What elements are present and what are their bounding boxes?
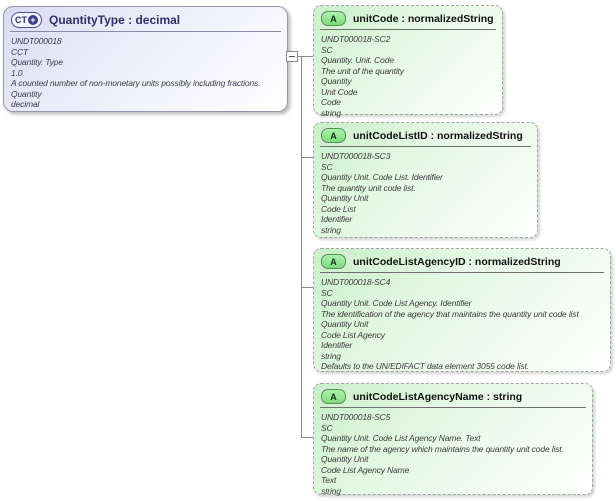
detail-line: string — [321, 107, 341, 118]
attribute-title: unitCodeListAgencyID : normalizedString — [353, 255, 561, 268]
attribute-title: unitCodeListAgencyName : string — [353, 390, 523, 403]
detail-line: Quantity Unit — [321, 454, 369, 464]
detail-line: 1.0 — [11, 67, 23, 78]
detail-line: Code List — [321, 203, 356, 214]
detail-line: SC — [321, 422, 333, 433]
detail-line: CCT — [11, 46, 29, 57]
complex-type-icon-label: CT — [15, 15, 27, 25]
attribute-header: A unitCodeListAgencyID : normalizedStrin… — [314, 249, 610, 272]
attribute-icon: A — [321, 11, 346, 26]
attribute-icon: A — [321, 254, 346, 269]
attribute-icon: A — [321, 128, 346, 143]
detail-line: SC — [321, 287, 333, 298]
header-separator — [10, 31, 281, 32]
detail-line: UNDT000018-SC4 — [321, 277, 391, 287]
detail-line: The quantity unit code list. — [321, 182, 416, 193]
detail-line: The unit of the quantity — [321, 65, 404, 76]
detail-line: Quantity. Type — [11, 57, 63, 67]
detail-line: Code List Agency Name — [321, 464, 410, 475]
detail-line: UNDT000018 — [11, 36, 62, 46]
attribute-header: A unitCodeListID : normalizedString — [314, 123, 537, 146]
detail-line: SC — [321, 161, 333, 172]
connector-line — [301, 157, 313, 158]
detail-line: Quantity Unit. Code List. Identifier — [321, 172, 443, 182]
detail-line: Identifier — [321, 340, 353, 350]
complex-type-header: CT + QuantityType : decimal — [4, 7, 287, 31]
attribute-icon: A — [321, 389, 346, 404]
header-separator — [320, 407, 586, 408]
detail-line: decimal — [11, 99, 40, 109]
detail-line: Identifier — [321, 214, 353, 224]
attribute-box-unit-code-list-agency-id[interactable]: A unitCodeListAgencyID : normalizedStrin… — [313, 248, 611, 372]
detail-line: Quantity Unit. Code List Agency. Identif… — [321, 298, 472, 308]
detail-line: The name of the agency which maintains t… — [321, 443, 564, 454]
detail-line: A counted number of non-monetary units p… — [11, 78, 261, 88]
detail-line: Quantity Unit — [321, 193, 369, 203]
detail-line: string — [321, 224, 341, 235]
attribute-box-unit-code-list-id[interactable]: A unitCodeListID : normalizedString UNDT… — [313, 122, 538, 238]
complex-type-title: QuantityType : decimal — [49, 13, 181, 27]
detail-line: Quantity Unit. Code List Agency Name. Te… — [321, 433, 481, 443]
detail-line: Defaults to the UN/EDIFACT data element … — [321, 361, 529, 371]
header-separator — [320, 29, 496, 30]
collapse-toggle[interactable] — [286, 51, 298, 62]
detail-line: Quantity. Unit. Code — [321, 55, 394, 65]
plus-icon: + — [28, 15, 38, 25]
detail-line: UNDT000018-SC3 — [321, 151, 391, 161]
attribute-title: unitCodeListID : normalizedString — [353, 129, 523, 142]
attribute-box-unit-code-list-agency-name[interactable]: A unitCodeListAgencyName : string UNDT00… — [313, 383, 593, 496]
connector-line — [301, 437, 313, 438]
detail-line: The identification of the agency that ma… — [321, 308, 579, 319]
connector-line — [301, 56, 302, 437]
detail-line: Unit Code — [321, 86, 358, 97]
attribute-box-unit-code[interactable]: A unitCode : normalizedString UNDT000018… — [313, 5, 503, 118]
header-separator — [320, 272, 604, 273]
attribute-title: unitCode : normalizedString — [353, 12, 494, 25]
detail-line: Code List Agency — [321, 329, 385, 340]
attribute-header: A unitCode : normalizedString — [314, 6, 502, 29]
detail-line: Quantity Unit — [321, 319, 369, 329]
connector-line — [301, 287, 313, 288]
detail-line: SC — [321, 44, 333, 55]
detail-line: UNDT000018-SC2 — [321, 34, 391, 44]
header-separator — [320, 146, 531, 147]
detail-line: Quantity — [11, 88, 42, 99]
detail-line: Text — [321, 475, 337, 485]
detail-line: UNDT000018-SC5 — [321, 412, 391, 422]
minus-icon — [289, 56, 295, 57]
detail-line: string — [321, 350, 341, 361]
detail-line: Code — [321, 97, 341, 107]
detail-line: string — [321, 485, 341, 496]
detail-line: Quantity — [321, 76, 352, 86]
complex-type-icon: CT + — [11, 12, 42, 28]
attribute-header: A unitCodeListAgencyName : string — [314, 384, 592, 407]
connector-line — [298, 56, 313, 57]
